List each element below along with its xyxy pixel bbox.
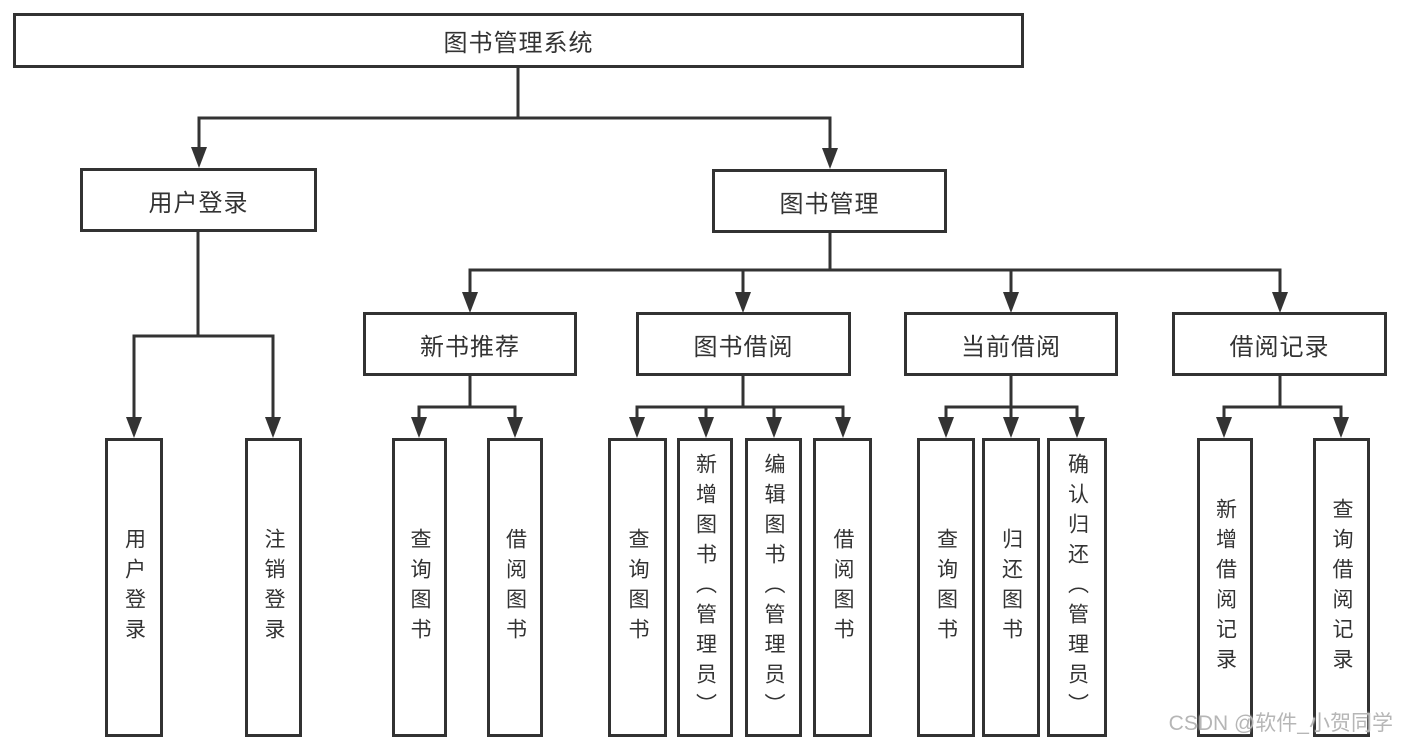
connector-borrow-record-children bbox=[1216, 372, 1349, 438]
leaf-current-confirm-admin: 确认归还（管理员） bbox=[1047, 438, 1107, 737]
connector-book-borrow-children bbox=[629, 372, 851, 438]
csdn-watermark: CSDN @软件_小贺同学 bbox=[1168, 712, 1393, 735]
node-root: 图书管理系统 bbox=[13, 13, 1024, 68]
node-new-book-recommend-label: 新书推荐 bbox=[420, 333, 520, 361]
connector-user-login-children bbox=[126, 228, 281, 438]
leaf-user-login: 用户登录 bbox=[105, 438, 163, 737]
leaf-logout: 注销登录 bbox=[245, 438, 302, 737]
leaf-record-add: 新增借阅记录 bbox=[1197, 438, 1253, 737]
node-borrow-record-label: 借阅记录 bbox=[1229, 333, 1330, 361]
leaf-record-query: 查询借阅记录 bbox=[1313, 438, 1370, 737]
connector-current-borrow-children bbox=[938, 372, 1085, 438]
node-borrow-record: 借阅记录 bbox=[1172, 312, 1387, 376]
node-book-management-label: 图书管理 bbox=[779, 190, 880, 218]
leaf-current-query: 查询图书 bbox=[917, 438, 975, 737]
leaf-borrow-query: 查询图书 bbox=[608, 438, 667, 737]
node-current-borrow: 当前借阅 bbox=[904, 312, 1118, 376]
node-root-label: 图书管理系统 bbox=[443, 30, 594, 57]
node-new-book-recommend: 新书推荐 bbox=[363, 312, 577, 376]
leaf-borrow-borrow: 借阅图书 bbox=[813, 438, 872, 737]
leaf-current-return: 归还图书 bbox=[982, 438, 1040, 737]
leaf-new-book-borrow: 借阅图书 bbox=[487, 438, 543, 737]
leaf-borrow-add-admin: 新增图书（管理员） bbox=[677, 438, 733, 737]
leaf-borrow-edit-admin: 编辑图书（管理员） bbox=[745, 438, 802, 737]
node-book-borrow: 图书借阅 bbox=[636, 312, 851, 376]
connector-book-management-to-modules bbox=[462, 229, 1288, 313]
node-current-borrow-label: 当前借阅 bbox=[961, 333, 1061, 361]
node-user-login: 用户登录 bbox=[80, 168, 317, 232]
leaf-new-book-query: 查询图书 bbox=[392, 438, 447, 737]
connector-new-book-children bbox=[411, 372, 523, 438]
connector-root-to-level2 bbox=[191, 64, 838, 169]
node-user-login-label: 用户登录 bbox=[148, 189, 249, 217]
node-book-management: 图书管理 bbox=[712, 169, 947, 233]
node-book-borrow-label: 图书借阅 bbox=[693, 333, 794, 361]
